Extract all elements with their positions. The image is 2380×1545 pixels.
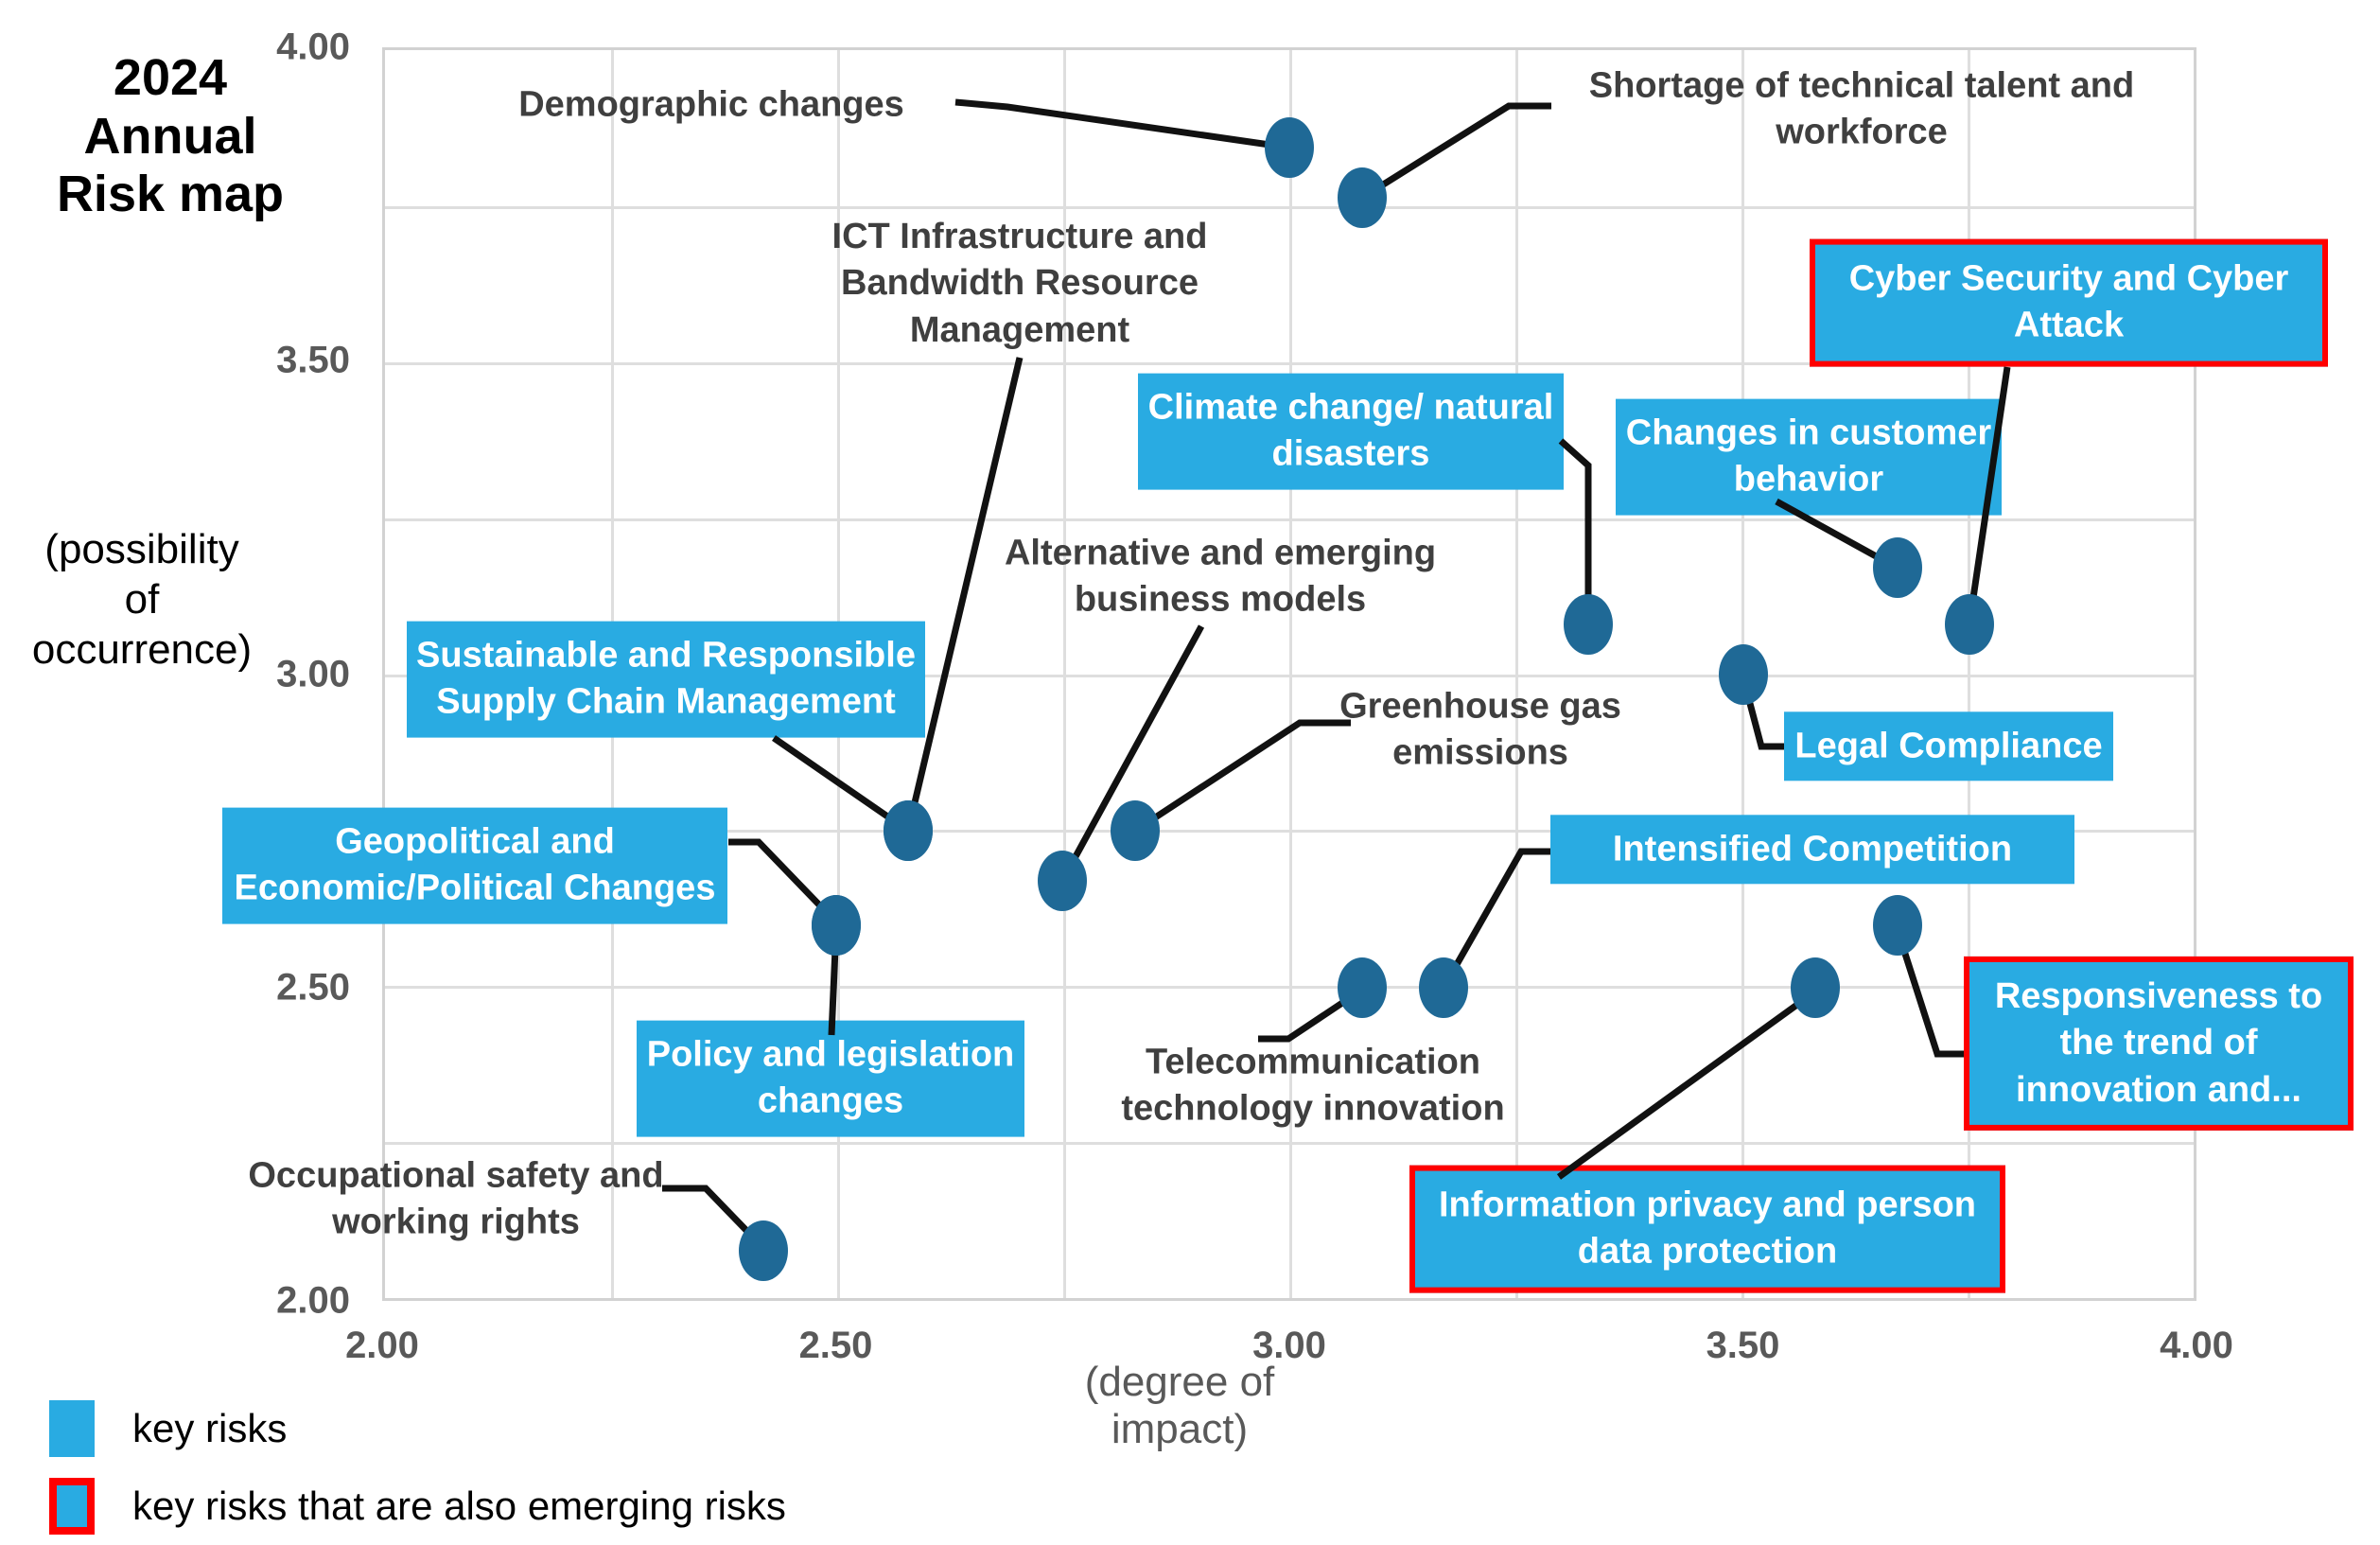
- risk-label-key: Legal Compliance: [1784, 711, 2113, 781]
- data-point: [1564, 593, 1614, 655]
- y-tick-label: 3.00: [276, 653, 350, 694]
- risk-label-key-emerging: Information privacy and person data prot…: [1409, 1165, 2005, 1293]
- data-point: [1945, 593, 1995, 655]
- data-point: [1337, 957, 1387, 1018]
- risk-label-key: Sustainable and Responsible Supply Chain…: [407, 621, 925, 738]
- gridline: [385, 986, 2194, 990]
- x-tick-label: 3.50: [1706, 1325, 1780, 1366]
- legend-label: key risks: [132, 1406, 288, 1450]
- risk-label-key: Changes in customer behavior: [1616, 398, 2002, 516]
- x-tick-label: 4.00: [2160, 1325, 2233, 1366]
- data-point: [811, 894, 861, 956]
- x-tick-label: 2.00: [345, 1325, 419, 1366]
- risk-label-plain: Occupational safety and working rights: [248, 1155, 664, 1242]
- data-point: [1718, 643, 1768, 705]
- risk-label-plain: Demographic changes: [518, 84, 904, 125]
- risk-label-plain: ICT Infrastructure and Bandwidth Resourc…: [831, 216, 1208, 350]
- risk-label-plain: Shortage of technical talent and workfor…: [1588, 65, 2135, 152]
- risk-label-key: Policy and legislation changes: [637, 1020, 1024, 1137]
- risk-label-key: Intensified Competition: [1550, 815, 2074, 885]
- legend-label: key risks that are also emerging risks: [132, 1484, 786, 1528]
- risk-label-plain: Greenhouse gas emissions: [1339, 686, 1621, 773]
- y-tick-label: 4.00: [276, 26, 350, 68]
- data-point: [1791, 957, 1841, 1018]
- y-tick-label: 3.50: [276, 339, 350, 381]
- legend-item-key-risks: key risks: [49, 1400, 786, 1457]
- legend: key risks key risks that are also emergi…: [49, 1400, 786, 1545]
- data-point: [1265, 117, 1314, 178]
- risk-label-key: Geopolitical and Economic/Political Chan…: [222, 807, 727, 924]
- data-point: [1038, 851, 1088, 912]
- key-risk-swatch-icon: [49, 1400, 95, 1457]
- y-axis-title: (possibility of occurrence): [31, 526, 253, 673]
- x-tick-label: 2.50: [798, 1325, 873, 1366]
- x-axis-title: (degree of impact): [1084, 1359, 1275, 1452]
- data-point: [1872, 536, 1922, 598]
- risk-label-key-emerging: Cyber Security and Cyber Attack: [1810, 238, 2328, 367]
- x-tick-label: 3.00: [1252, 1325, 1326, 1366]
- data-point: [1110, 800, 1160, 862]
- risk-label-plain: Telecommunication technology innovation: [1121, 1042, 1505, 1129]
- gridline: [1968, 50, 1970, 1298]
- risk-label-key: Climate change/ natural disasters: [1138, 373, 1564, 490]
- gridline: [385, 674, 2194, 677]
- y-tick-label: 2.50: [276, 966, 350, 1009]
- risk-label-plain: Alternative and emerging business models: [1004, 533, 1437, 620]
- risk-label-key-emerging: Responsiveness to the trend of innovatio…: [1964, 956, 2354, 1132]
- gridline: [385, 1142, 2194, 1146]
- data-point: [1872, 894, 1922, 956]
- data-point: [738, 1220, 788, 1281]
- data-point: [884, 800, 934, 862]
- data-point: [1337, 167, 1387, 228]
- chart-title: 2024 Annual Risk map: [56, 49, 285, 223]
- data-point: [1419, 957, 1469, 1018]
- y-tick-label: 2.00: [276, 1279, 350, 1322]
- legend-item-emerging-risks: key risks that are also emerging risks: [49, 1478, 786, 1535]
- emerging-risk-swatch-icon: [49, 1478, 95, 1535]
- gridline: [1515, 50, 1518, 1298]
